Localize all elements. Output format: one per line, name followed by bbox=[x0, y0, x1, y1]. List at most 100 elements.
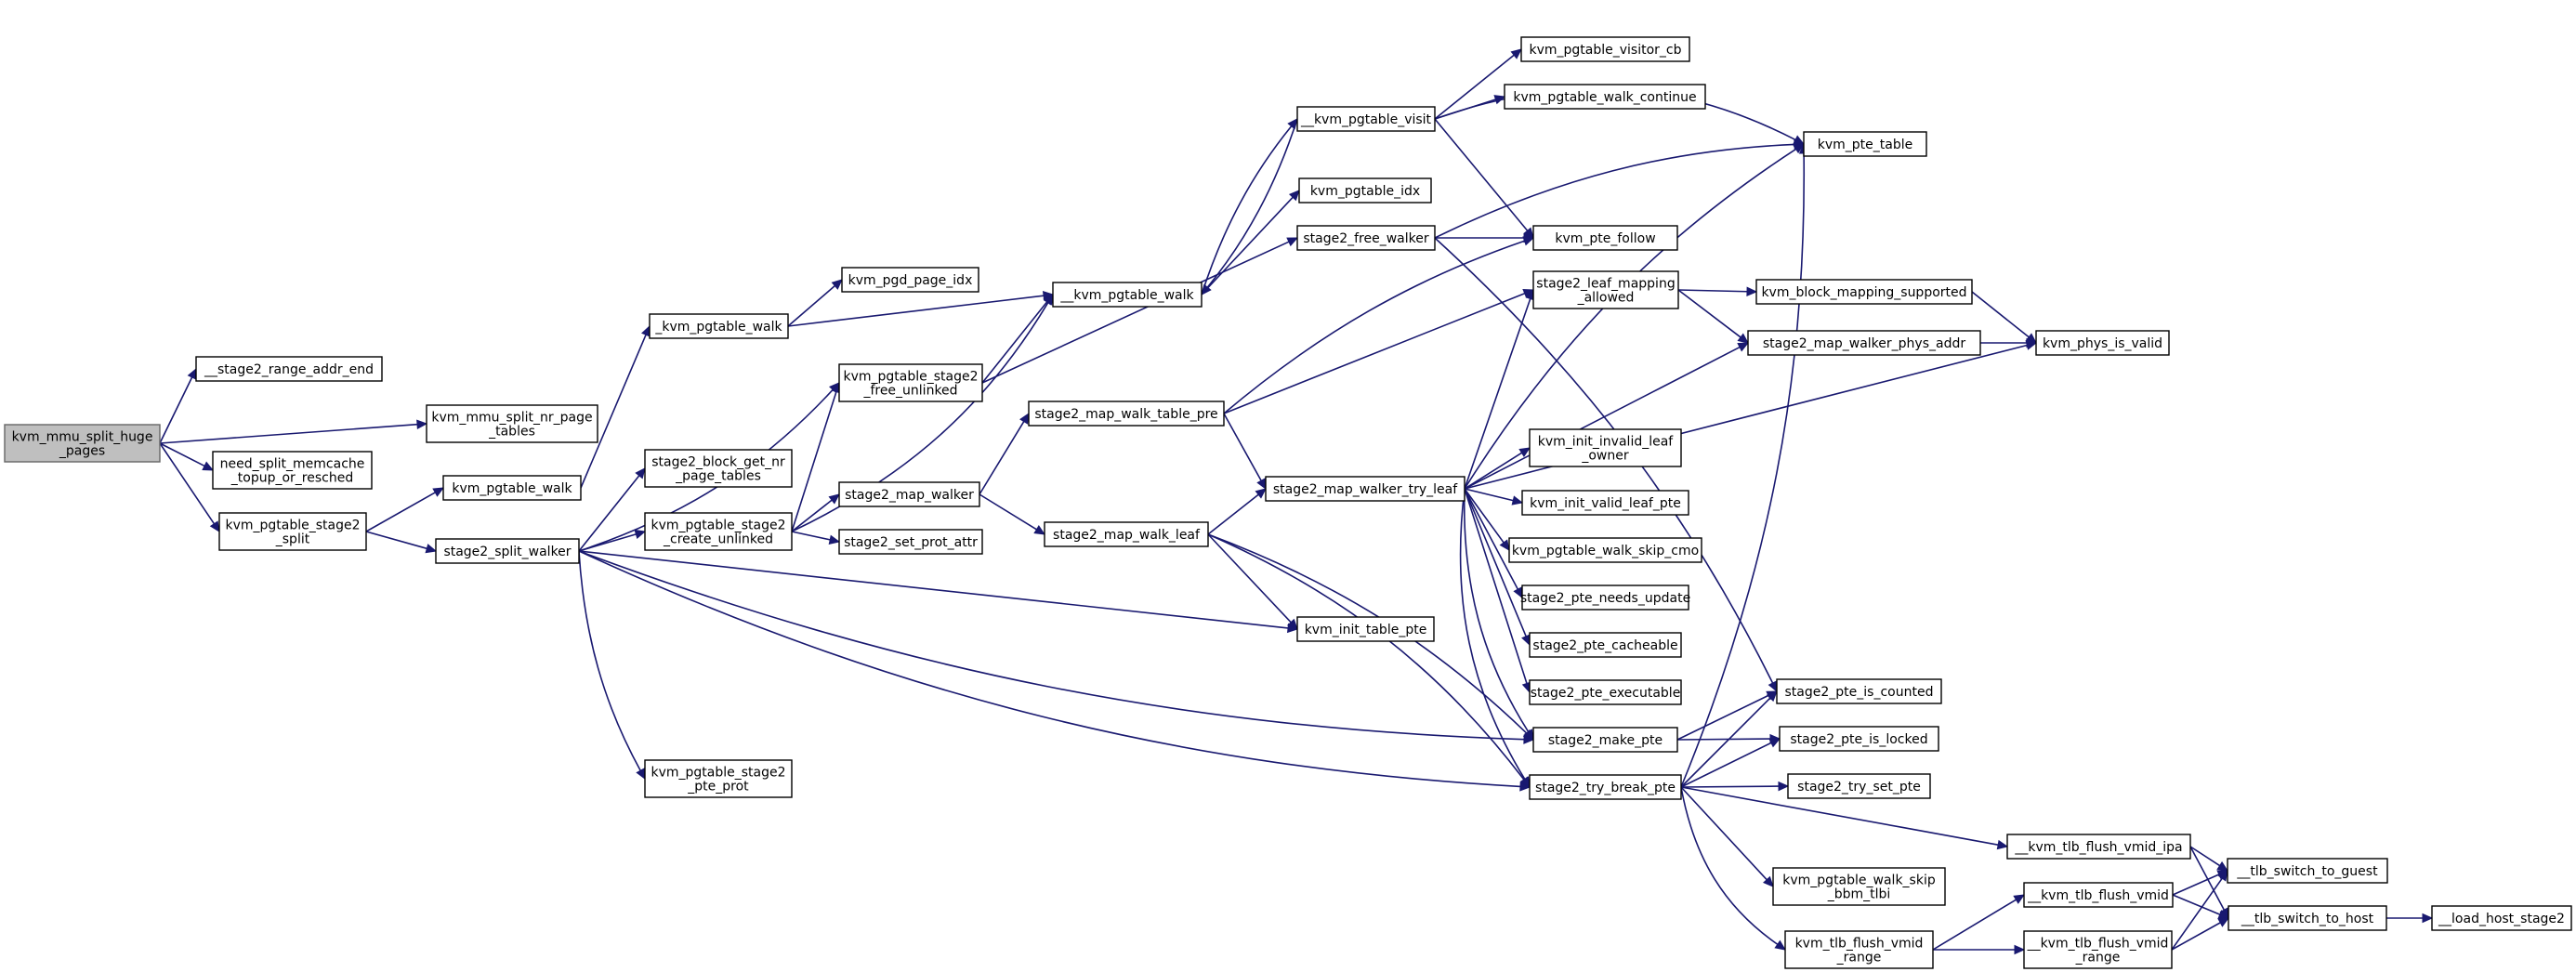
edge-arrowhead bbox=[1288, 190, 1300, 202]
node-kvm_pgtable_stage2_pte_prot[interactable]: kvm_pgtable_stage2_pte_prot bbox=[644, 759, 793, 798]
node-box bbox=[644, 759, 793, 798]
edge-line bbox=[1464, 488, 1528, 684]
node-label: kvm_init_invalid_leaf bbox=[1538, 435, 1675, 450]
edge-stage2_map_walker-to-stage2_map_walk_leaf bbox=[979, 493, 1046, 535]
edge-arrowhead bbox=[1043, 294, 1054, 306]
node-stage2_map_walker_try_leaf[interactable]: stage2_map_walker_try_leaf bbox=[1265, 476, 1465, 502]
node-stage2_map_walker_phys_addr[interactable]: stage2_map_walker_phys_addr bbox=[1747, 330, 1981, 356]
node-kvm_pgd_page_idx[interactable]: kvm_pgd_page_idx bbox=[841, 267, 979, 293]
node-kvm_pgtable_stage2_create_unlinked[interactable]: kvm_pgtable_stage2_create_unlinked bbox=[644, 512, 793, 551]
node-box bbox=[1508, 537, 1702, 563]
edge-arrowhead bbox=[641, 324, 651, 337]
node-box bbox=[426, 404, 598, 443]
node-kvm_block_mapping_supported[interactable]: kvm_block_mapping_supported bbox=[1755, 279, 1973, 305]
node-stage2_leaf_mapping_allowed[interactable]: stage2_leaf_mapping_allowed bbox=[1532, 270, 1679, 309]
edge-line bbox=[787, 295, 1045, 327]
node-box bbox=[1521, 490, 1689, 516]
node-__kvm_tlb_flush_vmid[interactable]: __kvm_tlb_flush_vmid bbox=[2023, 882, 2174, 908]
node-stage2_pte_needs_update[interactable]: stage2_pte_needs_update bbox=[1520, 585, 1690, 611]
edge-arrowhead bbox=[2422, 913, 2434, 924]
node-label: kvm_pgtable_walk bbox=[452, 481, 572, 496]
node-kvm_pgtable_stage2_split[interactable]: kvm_pgtable_stage2_split bbox=[218, 512, 367, 551]
node-kvm_pgtable_walk_continue[interactable]: kvm_pgtable_walk_continue bbox=[1504, 84, 1706, 110]
node-kvm_pgtable_visitor_cb[interactable]: kvm_pgtable_visitor_cb bbox=[1520, 36, 1690, 62]
node-stage2_block_get_nr_page_tables[interactable]: stage2_block_get_nr_page_tables bbox=[644, 449, 793, 488]
node-stage2_set_prot_attr[interactable]: stage2_set_prot_attr bbox=[838, 529, 983, 555]
node-stage2_try_set_pte[interactable]: stage2_try_set_pte bbox=[1787, 773, 1931, 799]
node-__kvm_pgtable_visit[interactable]: __kvm_pgtable_visit bbox=[1296, 106, 1436, 132]
node-kvm_phys_is_valid[interactable]: kvm_phys_is_valid bbox=[2035, 330, 2170, 356]
edge-line bbox=[1680, 742, 1772, 788]
node-kvm_tlb_flush_vmid_range[interactable]: kvm_tlb_flush_vmid_range bbox=[1784, 930, 1934, 969]
node-box bbox=[1521, 585, 1689, 611]
node-kvm_init_invalid_leaf_owner[interactable]: kvm_init_invalid_leaf_owner bbox=[1529, 428, 1682, 467]
node-_kvm_pgtable_walk[interactable]: _kvm_pgtable_walk bbox=[649, 313, 789, 339]
edge-arrowhead bbox=[202, 461, 215, 471]
node-stage2_pte_executable[interactable]: stage2_pte_executable bbox=[1529, 679, 1682, 705]
node-__load_host_stage2[interactable]: __load_host_stage2 bbox=[2431, 905, 2572, 931]
edge-line bbox=[1464, 298, 1531, 490]
node-stage2_range_addr_end[interactable]: __stage2_range_addr_end bbox=[195, 356, 383, 382]
edge-line bbox=[791, 531, 831, 541]
node-box bbox=[1779, 726, 1939, 752]
node-stage2_free_walker[interactable]: stage2_free_walker bbox=[1296, 225, 1436, 251]
node-label: kvm_pgtable_walk_skip bbox=[1782, 873, 1936, 888]
node-kvm_init_valid_leaf_pte[interactable]: kvm_init_valid_leaf_pte bbox=[1521, 490, 1689, 516]
edge-stage2_try_break_pte-to-kvm_tlb_flush_vmid_range bbox=[1680, 786, 1786, 951]
edge-line bbox=[2172, 873, 2220, 896]
edge-arrowhead bbox=[1746, 286, 1758, 297]
node-__tlb_switch_to_guest[interactable]: __tlb_switch_to_guest bbox=[2227, 858, 2388, 884]
node-kvm_init_table_pte[interactable]: kvm_init_table_pte bbox=[1296, 616, 1435, 642]
node-label: stage2_pte_is_locked bbox=[1790, 732, 1927, 747]
node-stage2_map_walker[interactable]: stage2_map_walker bbox=[838, 481, 980, 507]
node-label: _bbm_tlbi bbox=[1827, 887, 1891, 902]
node-need_split_memcache[interactable]: need_split_memcache_topup_or_resched bbox=[212, 451, 373, 490]
edge-stage2_map_walk_leaf-to-stage2_try_break_pte bbox=[1207, 533, 1531, 788]
edge-kvm_pgtable_stage2_split-to-kvm_pgtable_walk bbox=[365, 487, 445, 532]
edge-arrowhead bbox=[831, 279, 843, 290]
edge-stage2_split_walker-to-stage2_block_get_nr_page_tables bbox=[578, 467, 646, 552]
edge-kvm_pgtable_stage2_create_unlinked-to-kvm_pgtable_stage2_free_unlinked bbox=[791, 381, 841, 532]
node-box bbox=[838, 481, 980, 507]
node-__kvm_tlb_flush_vmid_ipa[interactable]: __kvm_tlb_flush_vmid_ipa bbox=[2006, 834, 2191, 860]
node-kvm_pte_follow[interactable]: kvm_pte_follow bbox=[1532, 225, 1678, 251]
node-kvm_pgtable_walk[interactable]: kvm_pgtable_walk bbox=[442, 475, 582, 501]
node-stage2_map_walk_leaf[interactable]: stage2_map_walk_leaf bbox=[1044, 521, 1209, 547]
node-__kvm_pgtable_walk[interactable]: __kvm_pgtable_walk bbox=[1052, 282, 1203, 308]
node-stage2_map_walk_table_pre[interactable]: stage2_map_walk_table_pre bbox=[1028, 401, 1225, 427]
node-__kvm_tlb_flush_vmid_range[interactable]: __kvm_tlb_flush_vmid_range bbox=[2023, 930, 2173, 969]
edge-line bbox=[1677, 289, 1748, 293]
edge-stage2_map_walker_try_leaf-to-kvm_init_valid_leaf_pte bbox=[1464, 488, 1524, 506]
edge-arrowhead bbox=[187, 367, 197, 380]
node-stage2_pte_is_locked[interactable]: stage2_pte_is_locked bbox=[1779, 726, 1939, 752]
node-stage2_make_pte[interactable]: stage2_make_pte bbox=[1532, 727, 1678, 753]
node-__tlb_switch_to_host[interactable]: __tlb_switch_to_host bbox=[2228, 905, 2387, 931]
node-kvm_pgtable_stage2_free_unlinked[interactable]: kvm_pgtable_stage2_free_unlinked bbox=[838, 363, 983, 402]
node-box bbox=[1532, 225, 1678, 251]
edge-line bbox=[791, 391, 837, 532]
edge-__kvm_tlb_flush_vmid-to-__tlb_switch_to_host bbox=[2172, 894, 2230, 919]
edge-kvm_block_mapping_supported-to-kvm_phys_is_valid bbox=[1971, 291, 2037, 344]
edge-__kvm_pgtable_visit-to-kvm_pte_follow bbox=[1434, 118, 1534, 239]
node-box bbox=[195, 356, 383, 382]
node-kvm_pgtable_walk_skip_cmo[interactable]: kvm_pgtable_walk_skip_cmo bbox=[1508, 537, 1702, 563]
edge-arrowhead bbox=[1033, 525, 1046, 535]
edge-stage2_map_walker_phys_addr-to-kvm_phys_is_valid bbox=[1980, 337, 2038, 348]
edge-arrowhead bbox=[1793, 143, 1806, 154]
node-box bbox=[1529, 632, 1682, 658]
node-kvm_pgtable_idx[interactable]: kvm_pgtable_idx bbox=[1298, 177, 1432, 204]
node-stage2_pte_cacheable[interactable]: stage2_pte_cacheable bbox=[1529, 632, 1682, 658]
node-stage2_try_break_pte[interactable]: stage2_try_break_pte bbox=[1529, 774, 1682, 800]
node-box bbox=[2023, 882, 2174, 908]
edge-line bbox=[1680, 786, 1999, 846]
node-kvm_mmu_split_nr_page_tables[interactable]: kvm_mmu_split_nr_page_tables bbox=[426, 404, 598, 443]
node-box bbox=[644, 449, 793, 488]
node-stage2_pte_is_counted[interactable]: stage2_pte_is_counted bbox=[1776, 678, 1942, 704]
edge-line bbox=[159, 442, 205, 467]
node-kvm_pgtable_walk_skip_bbm_tlbi[interactable]: kvm_pgtable_walk_skip_bbm_tlbi bbox=[1772, 867, 1946, 906]
node-box bbox=[435, 538, 580, 564]
node-stage2_split_walker[interactable]: stage2_split_walker bbox=[435, 538, 580, 564]
node-root[interactable]: kvm_mmu_split_huge_pages bbox=[4, 424, 161, 463]
edge-__kvm_tlb_flush_vmid_range-to-__tlb_switch_to_guest bbox=[2171, 870, 2228, 951]
node-kvm_pte_table[interactable]: kvm_pte_table bbox=[1803, 131, 1927, 157]
